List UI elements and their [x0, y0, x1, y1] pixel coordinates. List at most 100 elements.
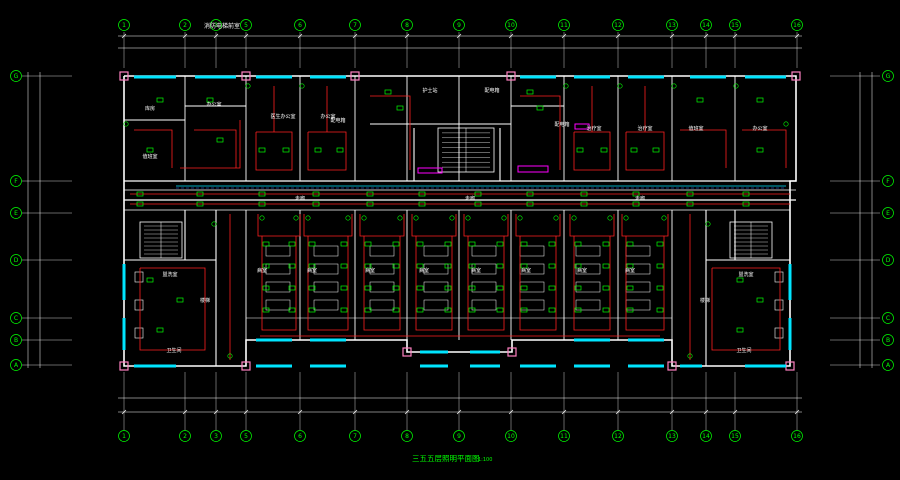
light-switch: [617, 83, 623, 89]
axis-bubble-left: [10, 254, 22, 266]
ward-bed: [313, 245, 339, 257]
axis-bubble-left: [10, 70, 22, 82]
room-label: 值班室: [142, 153, 157, 160]
structural-column: [119, 71, 129, 81]
axis-label: 1: [122, 22, 126, 29]
light-fixture: [652, 147, 660, 153]
light-fixture: [520, 307, 528, 313]
wire-run: [519, 236, 557, 331]
axis-bubble-top: [118, 19, 130, 31]
light-switch: [299, 83, 305, 89]
dim-tick: [669, 33, 675, 39]
axis-label: C: [14, 315, 18, 322]
light-fixture: [444, 263, 452, 269]
axis-label: 6: [298, 22, 302, 29]
ward-bed: [519, 245, 545, 257]
light-fixture: [308, 307, 316, 313]
axis-label: 1: [122, 433, 126, 440]
light-fixture: [288, 307, 296, 313]
wire-run: [359, 214, 405, 237]
light-fixture: [630, 147, 638, 153]
axis-bubble-top: [666, 19, 678, 31]
axis-label: G: [14, 73, 19, 80]
wire-run: [415, 236, 453, 331]
light-fixture: [444, 241, 452, 247]
light-switch: [783, 121, 789, 127]
wire-run: [180, 120, 241, 169]
room-label: 治疗室: [586, 125, 601, 132]
axis-label: C: [886, 315, 890, 322]
axis-bubble-top: [210, 19, 222, 31]
room-label: 走廊: [635, 195, 645, 202]
light-fixture: [340, 307, 348, 313]
exterior-wall: [123, 75, 797, 367]
axis-bubble-right: [882, 207, 894, 219]
axis-label: 15: [731, 22, 739, 29]
axis-bubble-top: [179, 19, 191, 31]
light-fixture: [632, 201, 640, 207]
axis-bubble-bottom: [666, 430, 678, 442]
light-fixture: [136, 191, 144, 197]
dim-tick: [456, 33, 462, 39]
light-fixture: [656, 285, 664, 291]
light-fixture: [312, 201, 320, 207]
light-fixture: [576, 147, 584, 153]
light-fixture: [548, 263, 556, 269]
light-fixture: [656, 241, 664, 247]
light-switch: [449, 215, 455, 221]
axis-bubble-bottom: [453, 430, 465, 442]
light-switch: [671, 83, 677, 89]
light-fixture: [308, 263, 316, 269]
axis-bubble-top: [729, 19, 741, 31]
axis-bubble-top: [558, 19, 570, 31]
ward-bed: [575, 245, 601, 257]
room-label: 盥洗室: [162, 271, 177, 278]
axis-label: 12: [614, 22, 622, 29]
wire-run: [573, 236, 611, 331]
light-switch: [623, 215, 629, 221]
light-fixture: [288, 263, 296, 269]
light-fixture: [756, 297, 764, 303]
light-fixture: [496, 307, 504, 313]
room-label: 病室: [419, 267, 429, 274]
light-fixture: [156, 327, 164, 333]
structural-column: [350, 71, 360, 81]
light-fixture: [474, 191, 482, 197]
light-fixture: [468, 263, 476, 269]
axis-bubble-bottom: [401, 430, 413, 442]
axis-bubble-bottom: [729, 430, 741, 442]
ward-bed: [471, 299, 497, 311]
ward-bed: [575, 281, 601, 293]
room-label: 值班室: [688, 125, 703, 132]
ward-bed: [313, 281, 339, 293]
axis-bubble-right: [882, 312, 894, 324]
axis-label: 7: [353, 22, 357, 29]
light-fixture: [526, 191, 534, 197]
axis-bubble-right: [882, 175, 894, 187]
axis-label: A: [14, 362, 19, 369]
wire-run: [520, 95, 561, 170]
wire-run: [363, 236, 401, 331]
wire-run: [711, 267, 781, 351]
light-fixture: [416, 241, 424, 247]
axis-label: B: [886, 337, 890, 344]
lighting-wiring: [130, 86, 790, 360]
light-fixture: [146, 147, 154, 153]
light-switch: [211, 221, 217, 227]
structural-column: [667, 361, 677, 371]
light-fixture: [574, 241, 582, 247]
light-fixture: [580, 191, 588, 197]
axis-bubble-top: [294, 19, 306, 31]
ward-bed: [471, 281, 497, 293]
wire-run: [573, 131, 611, 171]
light-fixture: [736, 327, 744, 333]
wire-run: [307, 131, 347, 171]
dim-tick: [732, 33, 738, 39]
ward-bed: [423, 299, 449, 311]
light-fixture: [548, 307, 556, 313]
axis-label: 14: [702, 433, 710, 440]
axis-bubble-bottom: [179, 430, 191, 442]
axis-label: 2: [183, 22, 187, 29]
axis-bubble-bottom: [612, 430, 624, 442]
dim-tick: [213, 33, 219, 39]
